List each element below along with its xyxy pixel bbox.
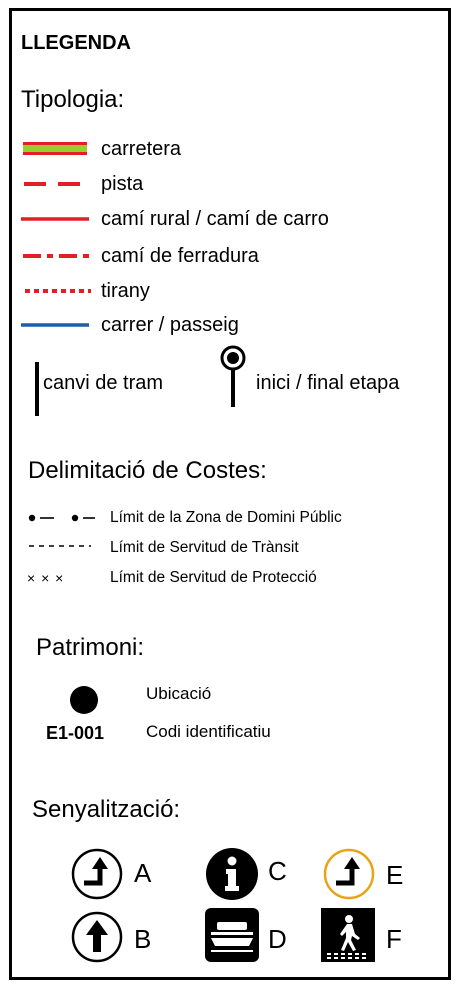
sign-letter-f: F [386, 924, 402, 954]
patrimoni-code-label: Codi identificatiu [146, 722, 271, 741]
tipologia-label-carrer: carrer / passeig [101, 314, 239, 336]
short-dash-line-icon [29, 545, 91, 547]
senyalitzacio-heading: Senyalització: [32, 796, 181, 823]
inici-final-etapa-label: inici / final etapa [256, 372, 400, 394]
road-double-line-icon [23, 142, 87, 155]
information-circle-icon [206, 848, 258, 900]
patrimoni-heading: Patrimoni: [36, 634, 145, 661]
pedestrian-crossing-icon [321, 908, 375, 962]
dotted-red-line-icon [25, 289, 91, 293]
tipologia-label-tirany: tirany [101, 280, 150, 302]
patrimoni-location-label: Ubicació [146, 684, 212, 703]
vertical-bar-icon [35, 362, 39, 416]
legend-frame [9, 8, 451, 980]
tipologia-label-pista: pista [101, 173, 144, 195]
tipologia-label-cami-rural: camí rural / camí de carro [101, 208, 329, 230]
tipologia-label-carretera: carretera [101, 138, 182, 160]
dot-dash-line-icon [28, 514, 95, 522]
cross-line-icon: × × × [27, 570, 65, 586]
tipologia-label-cami-ferradura: camí de ferradura [101, 245, 259, 267]
costes-heading: Delimitació de Costes: [28, 457, 267, 484]
legend-title: LLEGENDA [21, 32, 131, 54]
dash-dot-red-line-icon [23, 254, 91, 258]
sign-letter-e: E [386, 860, 404, 890]
turn-left-arrow-orange-circle-icon [323, 848, 375, 900]
costes-label-transit: Límit de Servitud de Trànsit [110, 539, 299, 556]
up-arrow-circle-icon [71, 911, 123, 963]
canvi-de-tram-label: canvi de tram [43, 372, 164, 394]
sign-letter-b: B [134, 924, 152, 954]
sign-letter-c: C [268, 856, 287, 886]
solid-blue-line-icon [21, 323, 89, 327]
location-dot-icon [70, 686, 98, 714]
sign-letter-a: A [134, 858, 152, 888]
costes-label-domini: Límit de la Zona de Domini Públic [110, 509, 342, 526]
patrimoni-code-example: E1-001 [46, 723, 105, 743]
solid-red-line-icon [21, 217, 89, 221]
dashed-red-line-icon [24, 182, 87, 186]
ferry-boat-icon [205, 908, 259, 962]
tipologia-heading: Tipologia: [21, 86, 125, 113]
pin-marker-icon [220, 345, 246, 407]
sign-letter-d: D [268, 924, 287, 954]
costes-label-proteccio: Límit de Servitud de Protecció [110, 569, 317, 586]
turn-left-arrow-circle-icon [71, 848, 123, 900]
